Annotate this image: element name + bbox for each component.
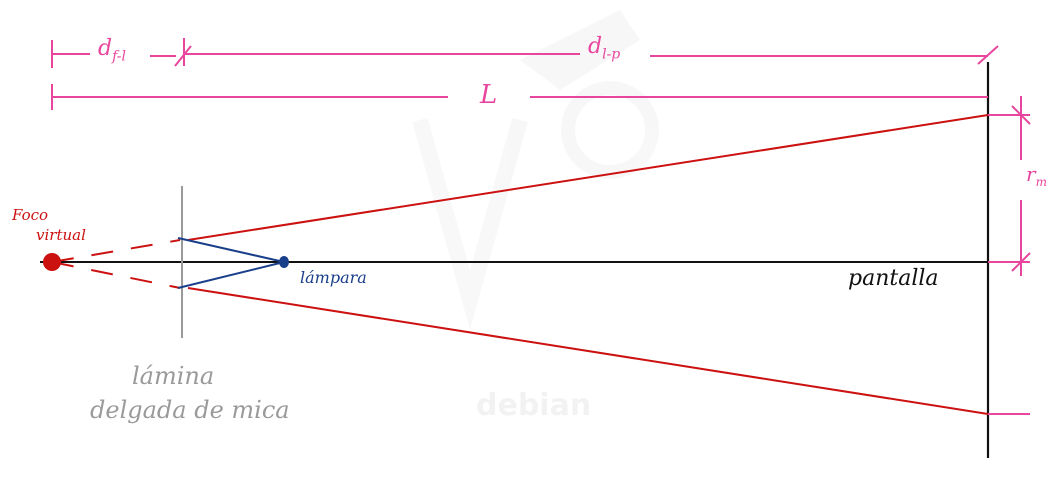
- dimension-L: [51, 84, 988, 110]
- lamp-point: [279, 256, 289, 268]
- lamp-ray-upper: [177, 237, 285, 263]
- lamp-ray-lower: [177, 261, 285, 289]
- dimension-d-fl: [51, 38, 192, 68]
- label-L: L: [480, 80, 498, 110]
- virtual-focus-point: [43, 253, 61, 271]
- lower-ray: [187, 287, 989, 415]
- label-d-lp: dl-p: [588, 34, 620, 62]
- label-d-fl-sub: f-l: [112, 48, 126, 65]
- watermark-logo: [412, 10, 659, 330]
- label-lampara: lámpara: [300, 268, 367, 287]
- upper-ray: [187, 114, 989, 241]
- label-r-m-main: r: [1026, 162, 1036, 186]
- label-foco: Foco: [12, 206, 49, 224]
- lower-ray-extension: [51, 261, 181, 289]
- label-r-m-sub: m: [1035, 175, 1047, 189]
- watermark-text: debian: [476, 388, 592, 423]
- label-delgada-de-mica: delgada de mica: [90, 396, 290, 424]
- label-d-lp-main: d: [588, 34, 603, 59]
- label-pantalla: pantalla: [848, 266, 939, 291]
- upper-ray-extension: [51, 239, 181, 263]
- label-d-lp-sub: l-p: [602, 46, 621, 63]
- label-r-m: rm: [1026, 162, 1047, 189]
- dimension-d-lp: [184, 45, 999, 65]
- label-virtual: virtual: [36, 226, 86, 244]
- label-lamina: lámina: [132, 362, 215, 390]
- label-d-fl-main: d: [98, 36, 113, 61]
- dimension-r-m: [988, 96, 1031, 415]
- label-d-fl: df-l: [98, 36, 126, 64]
